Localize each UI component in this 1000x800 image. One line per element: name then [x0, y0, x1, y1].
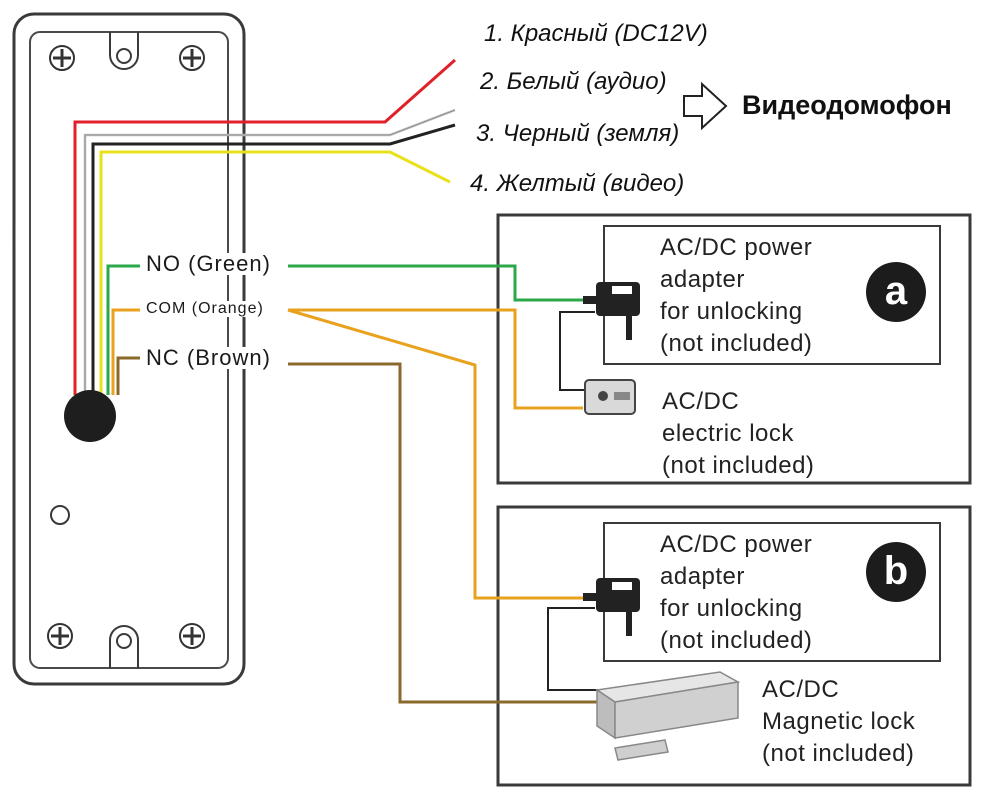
wire-nc-to-maglock-b [288, 362, 597, 704]
panel-a-adapter-line: for unlocking [660, 298, 803, 325]
panel-a-box [496, 213, 972, 485]
panel-b-lock-line: (not included) [762, 740, 915, 767]
arrow-right-icon [683, 81, 728, 131]
panel-a-lock-line: AC/DC [662, 388, 740, 415]
wire-yellow [99, 150, 451, 395]
wire-label-red: 1. Красный (DC12V) [484, 20, 708, 47]
screw-icon-top-right [179, 45, 205, 71]
wire-exit-knob [64, 390, 116, 442]
panel-b-adapter-line: (not included) [660, 627, 813, 654]
wire-com-to-adapter-b [287, 308, 583, 600]
panel-a-adapter-line: (not included) [660, 330, 813, 357]
panel-b-badge: b [866, 542, 926, 602]
screw-icon-bottom-right [179, 623, 205, 649]
power-adapter-icon-a [583, 282, 640, 340]
wire-no-green [106, 264, 140, 395]
wire-black [91, 123, 456, 395]
wire-adapter-b-to-maglock [547, 607, 598, 691]
power-adapter-icon-b [583, 578, 640, 636]
wire-label-yellow: 4. Желтый (видео) [470, 170, 685, 197]
screw-icon-bottom-left [47, 623, 73, 649]
wire-label-black: 3. Черный (земля) [476, 120, 680, 147]
panel-b-adapter-line: AC/DC power [660, 531, 813, 558]
wire-com-to-lock-a [288, 308, 583, 410]
wire-label-white: 2. Белый (аудио) [480, 68, 667, 95]
panel-b-lock-line: Magnetic lock [762, 708, 916, 735]
panel-a-lock-line: electric lock [662, 420, 794, 447]
terminal-label-nc: NC (Brown) [144, 345, 273, 370]
terminal-label-no: NO (Green) [144, 251, 273, 276]
panel-a-adapter-line: AC/DC power [660, 234, 813, 261]
wire-red [73, 58, 456, 395]
wire-nc-brown [116, 356, 140, 395]
wire-com-orange [111, 308, 140, 395]
destination-label: Видеодомофон [742, 90, 952, 120]
panel-b-adapter-line: for unlocking [660, 595, 803, 622]
wire-adapter-a-to-lock-a [559, 311, 595, 391]
panel-a-adapter-line: adapter [660, 266, 745, 293]
electric-lock-icon [584, 379, 636, 415]
panel-a-adapter-text: AC/DC power adapter for unlocking (not i… [660, 232, 812, 360]
panel-b-lock-text: AC/DC Magnetic lock (not included) [762, 674, 915, 770]
panel-b-adapter-text: AC/DC power adapter for unlocking (not i… [660, 529, 812, 657]
screw-icon-top-left [49, 45, 75, 71]
terminal-label-com: COM (Orange) [144, 300, 266, 317]
panel-b-lock-line: AC/DC [762, 676, 840, 703]
magnetic-lock-icon [594, 671, 741, 761]
panel-a-lock-line: (not included) [662, 452, 815, 479]
panel-a-lock-text: AC/DC electric lock (not included) [662, 386, 814, 482]
panel-a-badge: a [866, 262, 926, 322]
wire-no-to-adapter-a [288, 264, 583, 302]
panel-b-adapter-line: adapter [660, 563, 745, 590]
wire-white-edge [84, 109, 456, 395]
